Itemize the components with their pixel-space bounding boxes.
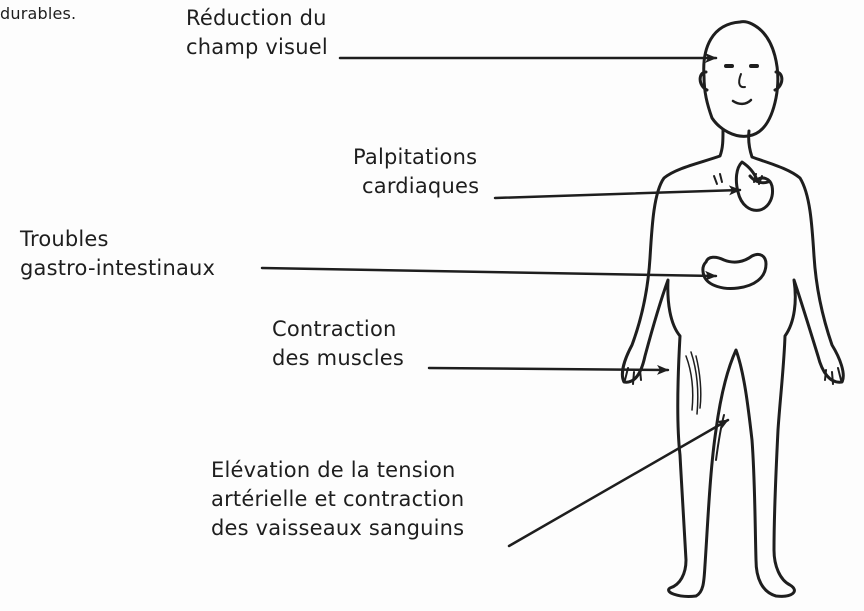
arrow-muscles: [429, 368, 668, 370]
muscle-lines-icon: [686, 352, 701, 414]
arrow-vessels: [509, 420, 728, 546]
body-outline: [622, 130, 843, 596]
mouth-icon: [733, 100, 751, 104]
arrow-heart: [495, 190, 740, 198]
nose-icon: [739, 74, 745, 87]
heart-icon: [736, 162, 772, 210]
head-outline: [704, 22, 778, 137]
stomach-icon: [703, 254, 766, 288]
collar-left: [714, 174, 722, 184]
